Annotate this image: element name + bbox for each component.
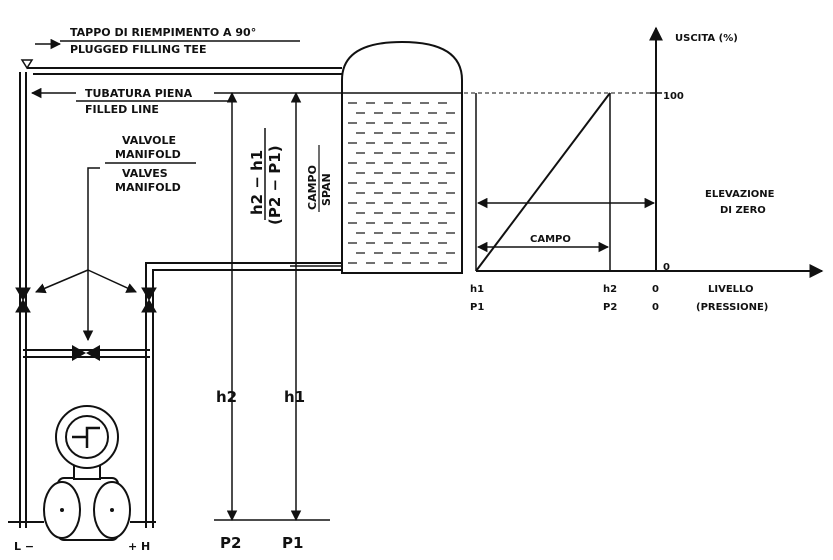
tank-body — [341, 40, 463, 274]
x-label-h1: h1 — [470, 284, 484, 295]
filling-tee-label-en: PLUGGED FILLING TEE — [70, 43, 206, 56]
manifold-crossbar — [23, 349, 150, 358]
valves-label-en-2: MANIFOLD — [115, 181, 181, 194]
p2-label: P2 — [220, 534, 241, 552]
valve-left — [15, 287, 31, 313]
tank-liquid-hatching — [348, 102, 455, 264]
high-side-label: + H — [128, 540, 150, 553]
y-tick-0: 0 — [663, 262, 670, 273]
y-axis-title: USCITA (%) — [675, 33, 738, 44]
h2-label: h2 — [216, 388, 237, 406]
y-tick-100: 100 — [663, 91, 684, 102]
h1-label: h1 — [284, 388, 305, 406]
campo-span-label-1: CAMPO — [306, 165, 319, 210]
valve-right-icon — [141, 287, 157, 313]
x-label-h2: h2 — [603, 284, 617, 295]
high-side-pipe — [145, 262, 342, 528]
x-label-zero-b: 0 — [652, 302, 659, 313]
filled-line-label-en: FILLED LINE — [85, 103, 159, 116]
transmitter-gauge-symbol — [72, 426, 100, 448]
piping — [19, 67, 342, 528]
low-side-label: L − — [14, 540, 34, 553]
x-label-p1: P1 — [470, 302, 484, 313]
campo-span-label-2: SPAN — [320, 173, 333, 206]
elevation-label-1: ELEVAZIONE — [705, 189, 775, 200]
valves-label-en-1: VALVES — [122, 167, 168, 180]
plugged-filling-tee-icon — [20, 59, 34, 70]
x-label-p2: P2 — [603, 302, 617, 313]
tank — [341, 40, 463, 274]
valves-label-it-2: MANIFOLD — [115, 148, 181, 161]
dimension-lines — [214, 91, 342, 522]
valve-manifold-icon — [72, 345, 100, 361]
x-label-zero-a: 0 — [652, 284, 659, 295]
elevation-label-2: DI ZERO — [720, 205, 766, 216]
x-axis-title-1: LIVELLO — [708, 284, 754, 295]
valve-left-icon — [15, 287, 31, 313]
campo-label: CAMPO — [530, 234, 571, 245]
output-line — [475, 92, 611, 272]
diff-p-label: (P2 − P1) — [266, 145, 284, 225]
filled-line-pipe — [27, 67, 342, 75]
diff-h-label: h2 − h1 — [248, 150, 266, 215]
bolt-icon — [60, 508, 64, 512]
valve-manifold — [72, 345, 100, 361]
low-side-pipe — [19, 72, 27, 528]
valve-right — [141, 287, 157, 313]
p1-label: P1 — [282, 534, 303, 552]
valve-leaders — [35, 167, 137, 342]
transfer-chart: USCITA (%) 100 0 CAMPO ELEVAZIONE DI ZER… — [464, 26, 824, 313]
filling-tee-label-it: TAPPO DI RIEMPIMENTO A 90° — [70, 26, 256, 39]
x-axis-title-2: (PRESSIONE) — [696, 302, 768, 313]
bolt-icon — [110, 508, 114, 512]
valves-label-it-1: VALVOLE — [122, 134, 176, 147]
filled-line-label-it: TUBATURA PIENA — [85, 87, 193, 100]
transmitter — [8, 405, 156, 541]
